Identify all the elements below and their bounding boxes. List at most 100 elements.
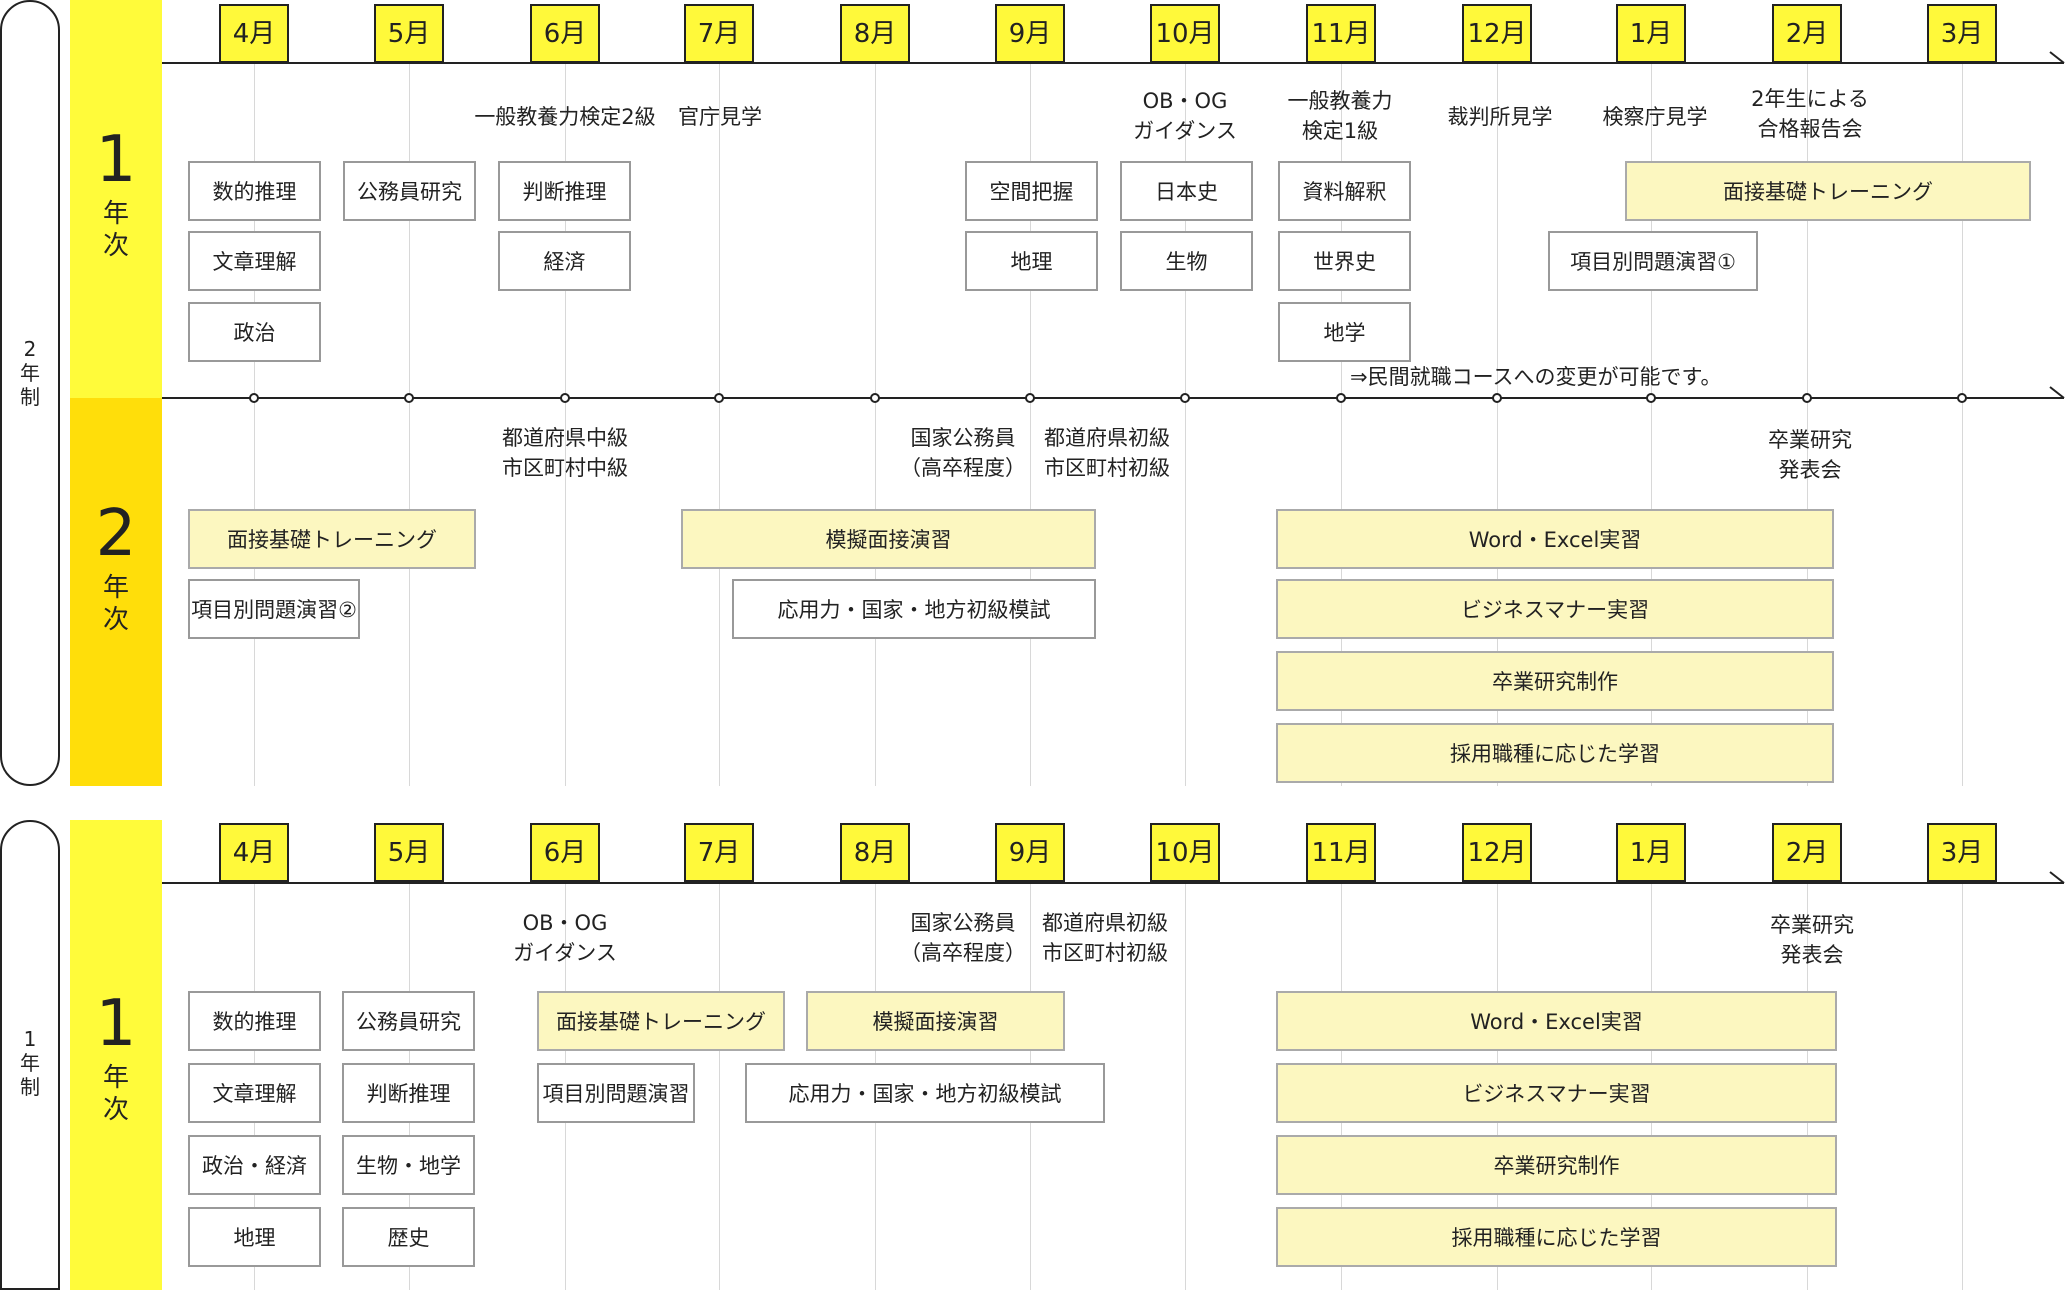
month-gridline xyxy=(719,882,720,1290)
note-kokka-koumuin: 国家公務員 （高卒程度） xyxy=(900,911,1026,965)
box-ouyouryoku-moshi: 応用力・国家・地方初級模試 xyxy=(732,579,1096,639)
month-gridline xyxy=(1962,62,1963,786)
two-year-course-label: 2 年 制 xyxy=(20,337,40,409)
one-year-band: 1 年 次 xyxy=(70,820,162,1290)
box-mensetsu-kiso: 面接基礎トレーニング xyxy=(537,991,785,1051)
year2-band: 2 年 次 xyxy=(70,398,162,786)
month-header: 3月 xyxy=(1927,823,1997,882)
box-rekishi: 歴史 xyxy=(342,1207,475,1267)
box-bunsho-rikai: 文章理解 xyxy=(188,1063,321,1123)
box-saiyou-shokushu: 採用職種に応じた学習 xyxy=(1276,723,1834,783)
month-gridline xyxy=(1185,62,1186,786)
box-keizai: 経済 xyxy=(498,231,631,291)
timeline-dot xyxy=(404,393,414,403)
month-header: 5月 xyxy=(374,4,444,63)
timeline-axis-middle xyxy=(162,397,2064,399)
box-seiji-keizai: 政治・経済 xyxy=(188,1135,321,1195)
year1-label: 年 次 xyxy=(102,199,129,261)
month-gridline xyxy=(1962,882,1963,1290)
box-handan-suiri: 判断推理 xyxy=(342,1063,475,1123)
month-header: 10月 xyxy=(1150,823,1220,882)
timeline-dot xyxy=(1180,393,1190,403)
month-header: 10月 xyxy=(1150,4,1220,63)
month-header: 11月 xyxy=(1306,823,1376,882)
month-header: 1月 xyxy=(1616,823,1686,882)
box-bunsho-rikai: 文章理解 xyxy=(188,231,321,291)
month-header: 2月 xyxy=(1772,4,1842,63)
box-chigaku: 地学 xyxy=(1278,302,1411,362)
month-header: 9月 xyxy=(995,4,1065,63)
note-obog-guidance: OB・OG ガイダンス xyxy=(513,911,617,965)
box-mensetsu-kiso: 面接基礎トレーニング xyxy=(1625,161,2031,221)
one-year-course-pill: 1 年 制 xyxy=(0,820,60,1290)
one-year-course-label: 1 年 制 xyxy=(20,1027,40,1099)
month-header: 1月 xyxy=(1616,4,1686,63)
box-saiyou-shokushu: 採用職種に応じた学習 xyxy=(1276,1207,1837,1267)
timeline-dot xyxy=(714,393,724,403)
month-header: 6月 xyxy=(530,823,600,882)
box-word-excel: Word・Excel実習 xyxy=(1276,509,1834,569)
month-gridline xyxy=(875,62,876,786)
note-kancho-kengaku: 官庁見学 xyxy=(678,105,762,129)
month-header: 9月 xyxy=(995,823,1065,882)
box-nihonshi: 日本史 xyxy=(1120,161,1253,221)
note-kyoyo-kentei-2: 一般教養力検定2級 xyxy=(474,105,656,129)
note-chukyu: 都道府県中級 市区町村中級 xyxy=(502,426,628,480)
note-goukaku-houkoku: 2年生による 合格報告会 xyxy=(1751,87,1869,141)
month-header: 12月 xyxy=(1462,4,1532,63)
box-seiji: 政治 xyxy=(188,302,321,362)
month-gridline xyxy=(254,62,255,786)
month-gridline xyxy=(1497,62,1498,786)
box-mogi-mensetsu: 模擬面接演習 xyxy=(806,991,1065,1051)
month-gridline xyxy=(1807,62,1808,786)
month-header: 5月 xyxy=(374,823,444,882)
box-seibutsu-chigaku: 生物・地学 xyxy=(342,1135,475,1195)
month-gridline xyxy=(1651,62,1652,786)
note-kensatsucho: 検察庁見学 xyxy=(1602,105,1708,129)
one-year-number: 1 xyxy=(95,987,137,1061)
month-gridline xyxy=(565,62,566,786)
note-sotsugyo-happyo: 卒業研究 発表会 xyxy=(1768,428,1852,482)
note-saibansho: 裁判所見学 xyxy=(1447,105,1553,129)
box-sotsugyo-kenkyu: 卒業研究制作 xyxy=(1276,651,1834,711)
note-shokyu: 都道府県初級 市区町村初級 xyxy=(1042,911,1168,965)
month-gridline xyxy=(719,62,720,786)
year1-number: 1 xyxy=(95,123,137,197)
box-handan-suiri: 判断推理 xyxy=(498,161,631,221)
box-business-manner: ビジネスマナー実習 xyxy=(1276,579,1834,639)
note-sotsugyo-happyo: 卒業研究 発表会 xyxy=(1770,913,1854,967)
month-header: 3月 xyxy=(1927,4,1997,63)
timeline-dot xyxy=(1336,393,1346,403)
box-koumokubetsu: 項目別問題演習 xyxy=(537,1063,695,1123)
year2-number: 2 xyxy=(95,497,137,571)
arrow-right-icon xyxy=(2049,871,2065,884)
timeline-dot xyxy=(249,393,259,403)
timeline-dot xyxy=(1025,393,1035,403)
note-minkan-course: ⇒民間就職コースへの変更が可能です。 xyxy=(1350,365,1722,389)
note-shokyu: 都道府県初級 市区町村初級 xyxy=(1044,426,1170,480)
box-mogi-mensetsu: 模擬面接演習 xyxy=(681,509,1096,569)
year2-label: 年 次 xyxy=(102,573,129,635)
box-kukan-haaku: 空間把握 xyxy=(965,161,1098,221)
box-chiri: 地理 xyxy=(188,1207,321,1267)
year1-band: 1 年 次 xyxy=(70,0,162,398)
month-header: 4月 xyxy=(219,4,289,63)
box-suuteki-suiri: 数的推理 xyxy=(188,161,321,221)
two-year-course-pill: 2 年 制 xyxy=(0,0,60,786)
box-seibutsu: 生物 xyxy=(1120,231,1253,291)
month-header: 8月 xyxy=(840,4,910,63)
timeline-dot xyxy=(1646,393,1656,403)
box-mensetsu-kiso: 面接基礎トレーニング xyxy=(188,509,476,569)
box-sotsugyo-kenkyu: 卒業研究制作 xyxy=(1276,1135,1837,1195)
note-kokka-koumuin: 国家公務員 （高卒程度） xyxy=(900,426,1026,480)
box-koumuin-kenkyu: 公務員研究 xyxy=(343,161,476,221)
month-header: 8月 xyxy=(840,823,910,882)
box-koumokubetsu-1: 項目別問題演習① xyxy=(1548,231,1758,291)
month-header: 2月 xyxy=(1772,823,1842,882)
note-kyoyo-kentei-1: 一般教養力 検定1級 xyxy=(1287,89,1393,143)
note-obog-guidance: OB・OG ガイダンス xyxy=(1133,89,1237,143)
timeline-dot xyxy=(1492,393,1502,403)
box-chiri: 地理 xyxy=(965,231,1098,291)
one-year-label: 年 次 xyxy=(102,1063,129,1125)
timeline-axis-top xyxy=(162,62,2064,64)
